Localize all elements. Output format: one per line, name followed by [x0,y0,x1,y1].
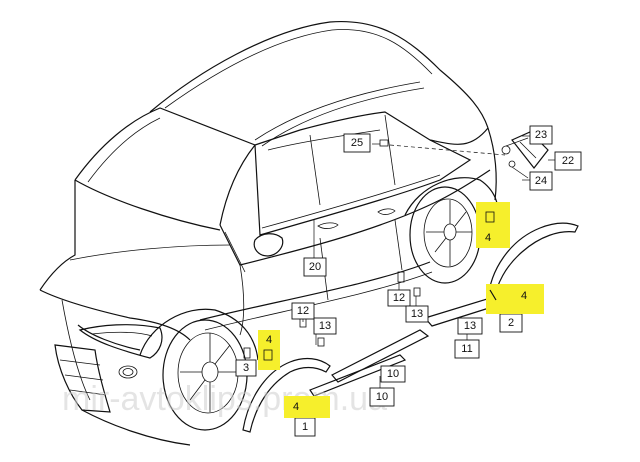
car-outline [39,20,500,446]
svg-text:13: 13 [411,308,423,320]
callout-13-c: 13 [457,317,483,335]
callout-12-a: 12 [387,289,411,307]
callout-3: 3 [235,359,257,377]
callout-25: 25 [343,133,371,153]
svg-text:2: 2 [508,317,514,329]
svg-text:23: 23 [535,129,547,141]
callout-24: 24 [529,171,553,191]
callout-10: 10 10 [369,387,395,407]
svg-text:3: 3 [243,362,249,374]
sill-trim-front [331,329,430,383]
svg-text:22: 22 [562,155,574,167]
callout-23: 23 [529,125,553,145]
clip-fasteners [243,139,495,363]
highlight-4-rear-arch: 4 [476,202,510,248]
rear-wheel-arch-trim [487,222,579,303]
callout-20: 20 [303,257,327,277]
svg-text:12: 12 [297,305,309,317]
svg-text:4: 4 [521,290,527,302]
callout-13-b: 13 [313,317,337,335]
highlight-4-rear-sill: 4 [486,284,544,314]
svg-text:10: 10 [376,391,388,403]
callout-13-a: 13 [405,305,429,323]
svg-text:20: 20 [309,261,321,273]
svg-text:11: 11 [461,343,472,355]
svg-text:4: 4 [293,401,299,413]
callout-13-d: 10 [380,365,406,383]
sill-trim-lower [309,354,407,397]
svg-text:10: 10 [387,368,399,380]
front-wheel-arch-trim [242,357,331,433]
callout-2: 2 [499,313,523,333]
svg-text:4: 4 [266,334,272,346]
callout-11: 11 [454,339,480,359]
highlight-4-front-arch: 4 [284,396,330,418]
callout-22: 22 [554,151,582,171]
svg-text:13: 13 [319,320,331,332]
emblem-assembly [389,131,549,179]
svg-text:13: 13 [464,320,476,332]
svg-text:4: 4 [485,232,491,244]
svg-text:1: 1 [302,421,308,433]
svg-text:24: 24 [535,175,547,187]
svg-text:12: 12 [393,292,405,304]
watermark-text: mir-avtoklips.prom.ua [62,380,387,418]
highlight-4-front-clip: 4 [258,330,280,370]
callout-12-b: 12 [291,302,315,320]
callout-1: 1 [294,417,316,437]
svg-text:25: 25 [351,137,363,149]
